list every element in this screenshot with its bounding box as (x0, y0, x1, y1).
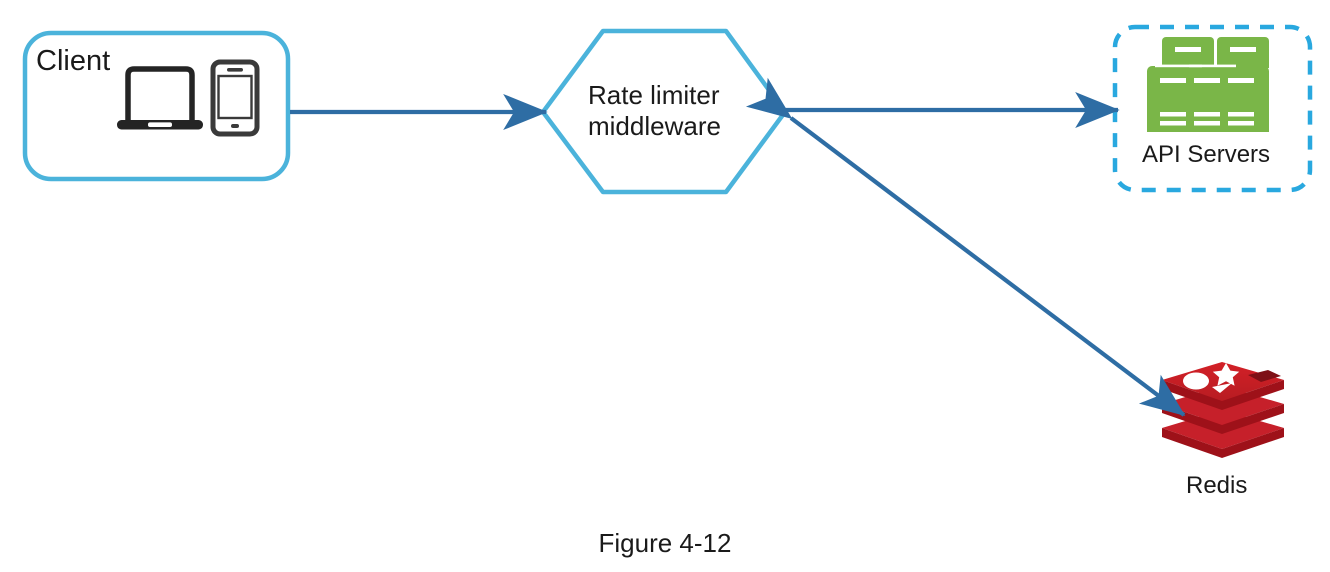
client-label: Client (36, 45, 111, 77)
rate-limiter-label: Rate limiter middleware (588, 80, 721, 141)
rate-limiter-label-line2: middleware (588, 110, 721, 141)
laptop-icon (117, 66, 203, 130)
edge-rate-limiter-to-redis (745, 77, 1186, 417)
figure-caption: Figure 4-12 (598, 528, 732, 558)
rate-limiter-label-line1: Rate limiter (588, 80, 720, 110)
smartphone-icon (210, 59, 260, 137)
server-rack-icon (1147, 37, 1269, 132)
api-servers-label: API Servers (1142, 141, 1271, 168)
redis-logo-icon (1162, 362, 1284, 458)
client-box (22, 30, 291, 182)
redis-label: Redis (1186, 472, 1248, 499)
